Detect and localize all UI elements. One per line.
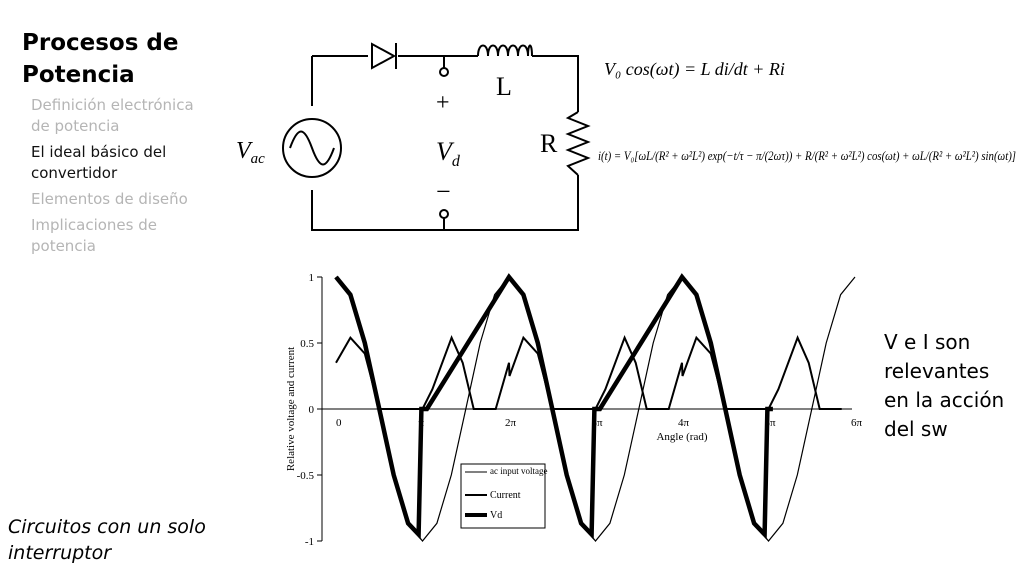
y-tick-label: -0.5	[297, 470, 315, 482]
x-tick-label: 5π	[765, 417, 777, 429]
series-ac-input-voltage	[335, 276, 856, 542]
sine-wave-icon	[289, 130, 335, 166]
equations: V₀ cos(ωt) = L di/dt + Ri i(t) = V₀[ωL/(…	[598, 59, 1016, 163]
y-tick-label: 0.5	[300, 338, 314, 350]
footer-note: Circuitos con un solo interruptor	[8, 516, 206, 564]
y-axis-label: Relative voltage and current	[285, 347, 297, 471]
equation-1: V₀ cos(ωt) = L di/dt + Ri	[604, 59, 785, 80]
vd-minus: −	[436, 177, 451, 206]
legend-current: Current	[490, 490, 521, 501]
inductor-coil-icon	[477, 44, 533, 57]
x-tick-label: 4π	[678, 417, 690, 429]
vd-label: Vd	[436, 137, 461, 170]
circuit-diagram: Vac + Vd − L R	[236, 42, 591, 231]
sidebar-item-implicaciones[interactable]: Implicaciones de potencia	[31, 216, 157, 255]
sidebar-item-ideal-convertidor[interactable]: El ideal básico del convertidor	[31, 143, 167, 182]
diode-icon	[371, 42, 397, 70]
x-tick-label: 0	[336, 417, 342, 429]
x-axis-label: Angle (rad)	[656, 431, 707, 443]
series-v-d	[334, 273, 773, 540]
chart-legend: ac input voltage Current Vd	[460, 463, 547, 529]
legend-vd: Vd	[490, 510, 502, 521]
equation-2: i(t) = V₀[ωL/(R² + ω²L²) exp(−t/τ − π/(2…	[598, 148, 1016, 163]
sidebar-nav: Definición electrónica de potencia El id…	[31, 95, 216, 262]
y-tick-label: 0	[309, 404, 315, 416]
resistor-label: R	[540, 129, 558, 158]
x-tick-label: 2π	[505, 417, 517, 429]
series-current	[335, 335, 842, 410]
page-title: Procesos de Potencia	[22, 30, 179, 88]
circuit-wires	[311, 55, 579, 231]
source-label: Vac	[236, 138, 265, 167]
legend-ac-input: ac input voltage	[490, 466, 547, 476]
y-tick-label: 1	[309, 272, 315, 284]
sidebar-item-definicion[interactable]: Definición electrónica de potencia	[31, 96, 194, 135]
resistor-icon	[565, 111, 591, 176]
x-tick-label: 3π	[592, 417, 604, 429]
side-note: V e I son relevantes en la acción del sw	[884, 330, 1005, 441]
y-tick-label: -1	[305, 536, 314, 548]
x-tick-label: 6π	[851, 417, 863, 429]
ac-source-icon	[282, 118, 342, 178]
sidebar-item-elementos-diseno[interactable]: Elementos de diseño	[31, 190, 188, 208]
inductor-label: L	[496, 72, 512, 101]
vd-plus: +	[436, 90, 450, 116]
